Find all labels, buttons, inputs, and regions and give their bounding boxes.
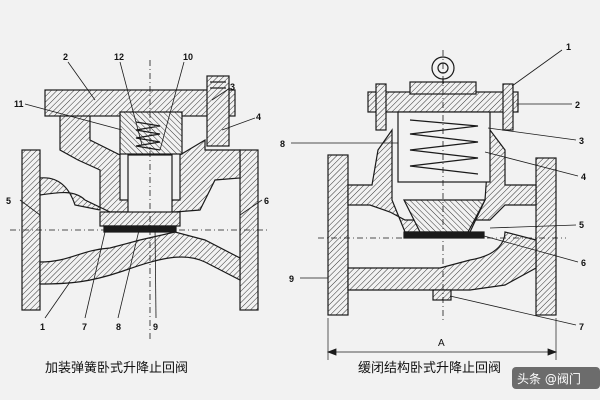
watermark-badge [512, 367, 600, 389]
right-right-bolt [502, 83, 514, 131]
right-inlet-flange [327, 154, 349, 316]
left-label-11: 11 [14, 99, 24, 109]
right-label-1: 1 [566, 42, 571, 52]
dimension-a-label: A [438, 338, 445, 349]
right-spring [409, 119, 479, 175]
left-body-upper-wall [39, 109, 241, 213]
left-caption: 加装弹簧卧式升降止回阀 [45, 360, 188, 376]
right-label-3: 3 [579, 136, 584, 146]
watermark-text: 头条 @阀门 [517, 371, 581, 386]
right-label-9: 9 [289, 274, 294, 284]
left-label-3: 3 [230, 82, 235, 92]
right-seat [403, 231, 485, 239]
left-valve-drawing [10, 60, 270, 340]
left-label-9: 9 [153, 322, 158, 332]
right-leaders [291, 49, 579, 326]
left-bolt [206, 75, 230, 147]
left-label-10: 10 [183, 52, 193, 62]
right-valve-drawing [318, 50, 566, 320]
left-body-lower-wall [39, 231, 241, 285]
right-drain-plug [432, 289, 452, 301]
left-label-1: 1 [40, 322, 45, 332]
right-left-bolt [375, 83, 387, 131]
left-label-7: 7 [82, 322, 87, 332]
left-label-12: 12 [114, 52, 124, 62]
dimension-a [326, 318, 558, 360]
left-leaders [19, 61, 263, 319]
left-disc [99, 211, 181, 227]
left-label-5: 5 [6, 196, 11, 206]
right-label-2: 2 [575, 100, 580, 110]
left-label-6: 6 [264, 196, 269, 206]
right-body-lower-wall [347, 231, 537, 291]
right-caption: 缓闭结构卧式升降止回阀 [358, 361, 501, 376]
right-label-6: 6 [581, 258, 586, 268]
left-label-4: 4 [256, 112, 261, 122]
right-outlet-flange [535, 157, 557, 316]
right-label-5: 5 [579, 220, 584, 230]
left-label-8: 8 [116, 322, 121, 332]
left-spring [135, 121, 161, 151]
left-label-2: 2 [63, 52, 68, 62]
right-label-7: 7 [579, 322, 584, 332]
right-label-8: 8 [280, 139, 285, 149]
right-label-4: 4 [581, 172, 586, 182]
